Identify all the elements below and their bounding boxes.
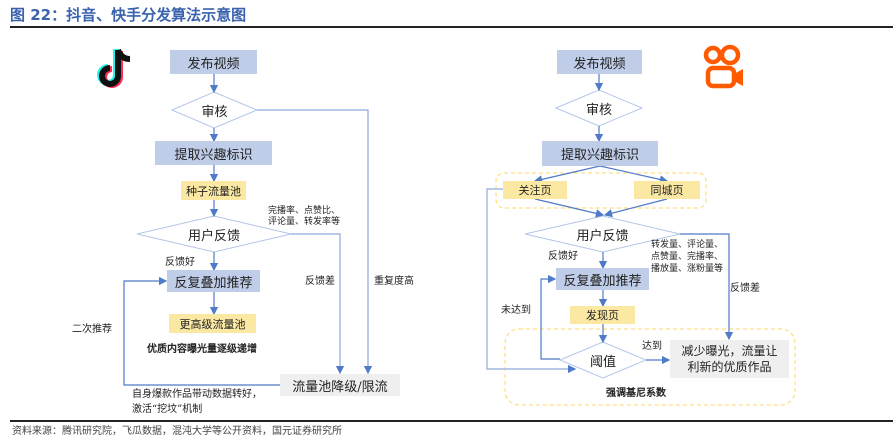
ks-recommend-box: 反复叠加推荐 [556, 268, 649, 290]
ks-discover-page: 发现页 [570, 306, 635, 324]
ks-gini-group [504, 328, 796, 406]
ks-threshold-label: 阈值 [589, 354, 616, 370]
figure-title: 图 22：抖音、快手分发算法示意图 [10, 6, 247, 24]
source-note: 资料来源：腾讯研究院，飞瓜数据，混沌大学等公开资料，国元证券研究所 [12, 426, 342, 437]
dy-recommend-box: 反复叠加推荐 [167, 270, 260, 292]
ks-reduce-line-2: 利新的优质作品 [687, 360, 772, 374]
ks-extract-box: 提取兴趣标识 [542, 141, 658, 166]
dy-second-label: 二次推荐 [72, 324, 112, 335]
dy-review-label: 审核 [201, 104, 228, 120]
dy-higher-pool: 更高级流量池 [169, 314, 256, 333]
ks-reduce-line-1: 减少曝光，流量让 [681, 344, 778, 358]
ks-gini-label: 强调基尼系数 [606, 388, 666, 399]
douyin-logo [96, 46, 138, 90]
ks-metrics-1: 转发量、评论量、 [651, 240, 724, 250]
ks-publish-box: 发布视频 [557, 50, 642, 74]
dy-downgrade-box: 流量池降级/限流 [280, 374, 400, 396]
dy-feedback-label: 用户反馈 [187, 228, 240, 244]
ks-metrics-2: 点赞量、完播率、 [651, 252, 724, 262]
dy-metrics-1: 完播率、点赞比、 [268, 206, 341, 216]
ks-follow-page: 关注页 [503, 181, 567, 199]
footer-rule [10, 420, 893, 422]
ks-review-label: 审核 [585, 102, 612, 118]
ks-bad-label: 反馈差 [730, 283, 760, 294]
dy-quality-note: 优质内容曝光量逐级递增 [147, 344, 257, 355]
dy-publish-box: 发布视频 [170, 50, 257, 74]
ks-reached-label: 达到 [642, 341, 662, 352]
ks-feedback-label: 用户反馈 [576, 228, 629, 244]
dy-seed-pool: 种子流量池 [181, 181, 246, 200]
dy-bad-label: 反馈差 [305, 276, 335, 287]
dy-revive-1: 自身爆款作品带动数据转好， [132, 389, 262, 400]
ks-good-label: 反馈好 [548, 251, 578, 262]
ks-city-page: 同城页 [634, 181, 700, 199]
ks-metrics-3: 播放量、涨粉量等 [651, 264, 724, 274]
ks-review-diamond [554, 89, 644, 127]
ks-not-reached-label: 未达到 [501, 305, 531, 316]
dy-good-label: 反馈好 [165, 257, 195, 268]
dy-duplicate-label: 重复度高 [374, 276, 414, 287]
dy-revive-2: 激活“挖坟”机制 [132, 404, 203, 415]
kuaishou-logo [700, 44, 746, 90]
title-rule [10, 26, 893, 28]
dy-extract-box: 提取兴趣标识 [155, 141, 272, 165]
ks-reduce-box: 减少曝光，流量让 利新的优质作品 [670, 340, 789, 378]
dy-metrics-2: 评论量、转发率等 [268, 217, 341, 227]
